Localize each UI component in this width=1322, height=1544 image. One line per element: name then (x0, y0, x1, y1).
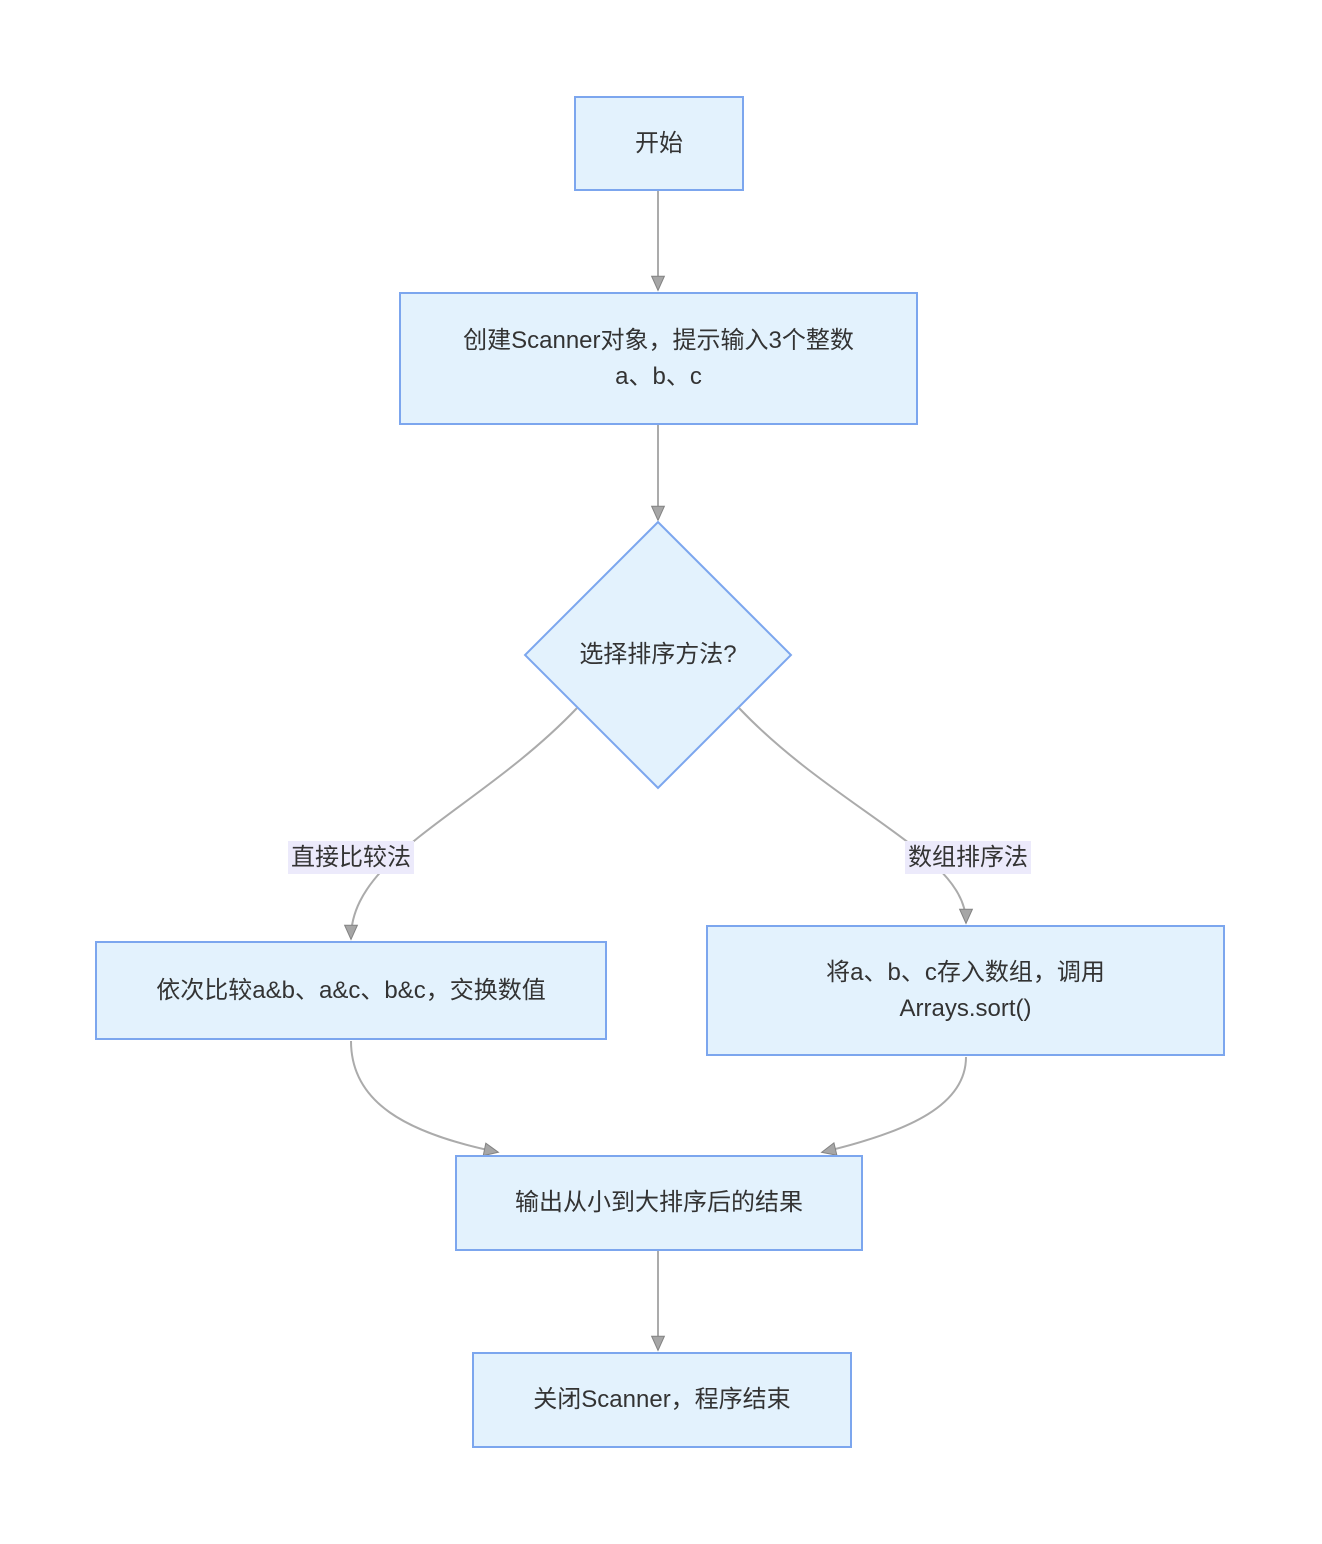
edge-label-direct-compare: 直接比较法 (288, 841, 414, 874)
node-compare-swap: 依次比较a&b、a&c、b&c，交换数值 (95, 941, 607, 1040)
node-start: 开始 (574, 96, 744, 191)
node-output-result: 输出从小到大排序后的结果 (455, 1155, 863, 1251)
edge-label-array-sort: 数组排序法 (905, 841, 1031, 874)
node-decision-label: 选择排序方法? (579, 641, 737, 668)
edge-compare-to-output (350, 1040, 500, 1157)
node-output-result-label: 输出从小到大排序后的结果 (515, 1189, 803, 1216)
edge-arraysort-to-output (820, 1056, 967, 1156)
node-create-scanner-line2: a、b、c (615, 362, 702, 390)
node-end: 关闭Scanner，程序结束 (472, 1352, 852, 1448)
node-create-scanner: 创建Scanner对象，提示输入3个整数 a、b、c (399, 292, 918, 425)
edge-decision-to-compare (343, 707, 578, 941)
node-start-label: 开始 (635, 129, 683, 157)
edge-decision-to-arraysort (738, 707, 974, 925)
node-arrays-sort-line2: Arrays.sort() (899, 994, 1032, 1022)
node-arrays-sort-line1: 将a、b、c存入数组，调用 (826, 958, 1105, 986)
node-arrays-sort: 将a、b、c存入数组，调用 Arrays.sort() (706, 925, 1225, 1056)
node-end-label: 关闭Scanner，程序结束 (533, 1386, 791, 1413)
node-create-scanner-line1: 创建Scanner对象，提示输入3个整数 (463, 326, 854, 354)
node-compare-swap-label: 依次比较a&b、a&c、b&c，交换数值 (156, 976, 546, 1004)
